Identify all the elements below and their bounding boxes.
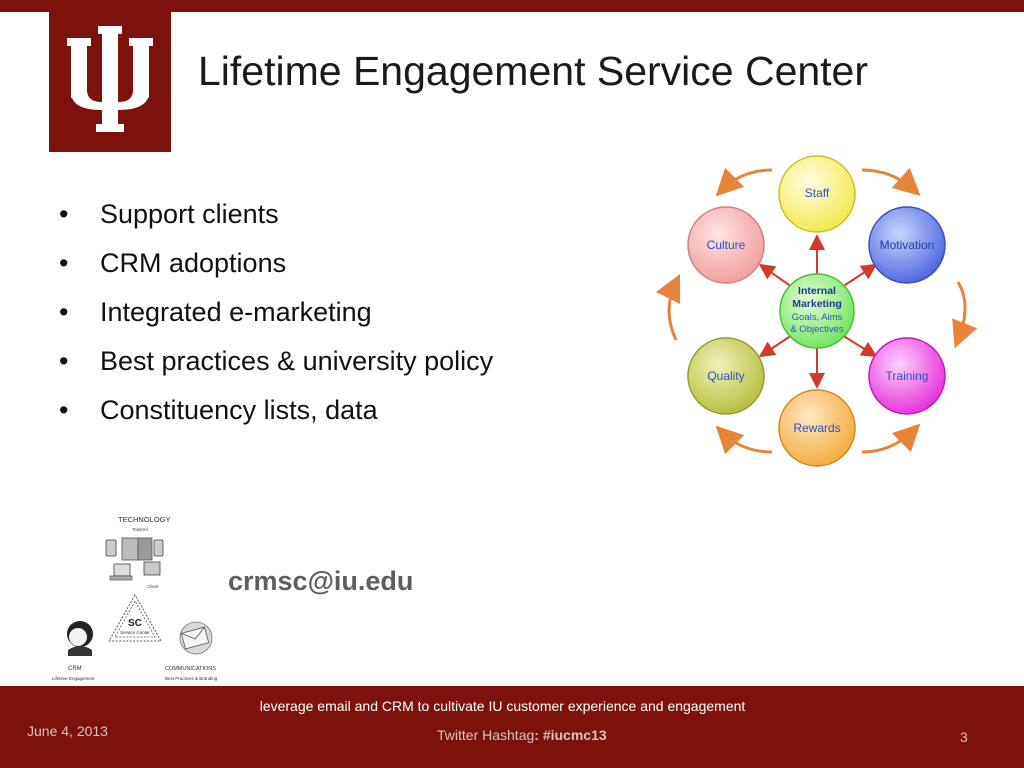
svg-text:Training: Training xyxy=(886,369,929,383)
svg-text:Quality: Quality xyxy=(707,369,744,383)
svg-text:& Objectives: & Objectives xyxy=(790,324,844,335)
service-center-triangle: SC Service Center xyxy=(108,593,162,642)
svg-text:Marketing: Marketing xyxy=(792,298,842,310)
svg-text:Goals, Aims: Goals, Aims xyxy=(792,312,843,323)
node-internal-marketing: Internal Marketing Goals, Aims & Objecti… xyxy=(779,273,855,349)
svg-text:Lifetime Engagement: Lifetime Engagement xyxy=(52,676,95,681)
node-culture: Culture xyxy=(687,206,765,284)
bullet-item: CRM adoptions xyxy=(55,245,493,294)
service-center-diagram: TECHNOLOGY Tailored Client SC Service Ce… xyxy=(52,515,218,681)
footer-bar xyxy=(0,686,1024,768)
top-bar xyxy=(0,0,1024,12)
node-quality: Quality xyxy=(687,337,765,415)
node-motivation: Motivation xyxy=(868,206,946,284)
bullet-item: Support clients xyxy=(55,196,493,245)
footer-date: June 4, 2013 xyxy=(27,723,108,739)
node-rewards: Rewards xyxy=(778,389,856,467)
svg-text:Rewards: Rewards xyxy=(793,421,840,435)
bullet-item: Integrated e-marketing xyxy=(55,294,493,343)
svg-text:Internal: Internal xyxy=(798,285,836,297)
page-number: 3 xyxy=(960,729,968,745)
bullet-item: Constituency lists, data xyxy=(55,392,493,441)
bullet-item: Best practices & university policy xyxy=(55,343,493,392)
computer-devices-icon xyxy=(105,537,164,581)
svg-text:Best Practices & Branding: Best Practices & Branding xyxy=(165,676,218,681)
svg-text:Motivation: Motivation xyxy=(880,238,935,252)
svg-text:Client: Client xyxy=(147,584,159,589)
cycle-arrows xyxy=(655,167,978,455)
internal-marketing-diagram: Staff Motivation Training Rewards Qualit… xyxy=(655,155,978,467)
svg-text:Tailored: Tailored xyxy=(132,527,148,532)
contact-email: crmsc@iu.edu xyxy=(228,566,414,596)
crm-person-icon xyxy=(67,621,93,656)
svg-text:Staff: Staff xyxy=(805,186,830,200)
node-training: Training xyxy=(868,337,946,415)
footer-hashtag: Twitter Hashtag: #iucmc13 xyxy=(437,727,607,743)
iu-logo xyxy=(49,12,171,152)
footer-tagline: leverage email and CRM to cultivate IU c… xyxy=(259,698,746,714)
node-staff: Staff xyxy=(778,155,856,233)
svg-text:Culture: Culture xyxy=(707,238,746,252)
trident-icon xyxy=(67,26,153,132)
envelope-icon xyxy=(179,621,213,655)
communications-label: COMMUNICATIONS xyxy=(165,666,216,672)
crm-label: CRM xyxy=(68,666,82,672)
bullet-list: Support clients CRM adoptions Integrated… xyxy=(55,196,493,441)
slide-title: Lifetime Engagement Service Center xyxy=(198,48,869,94)
technology-label: TECHNOLOGY xyxy=(118,515,171,524)
svg-text:SC: SC xyxy=(128,618,142,629)
svg-text:Service Center: Service Center xyxy=(120,630,150,635)
spoke-arrows xyxy=(758,234,878,389)
